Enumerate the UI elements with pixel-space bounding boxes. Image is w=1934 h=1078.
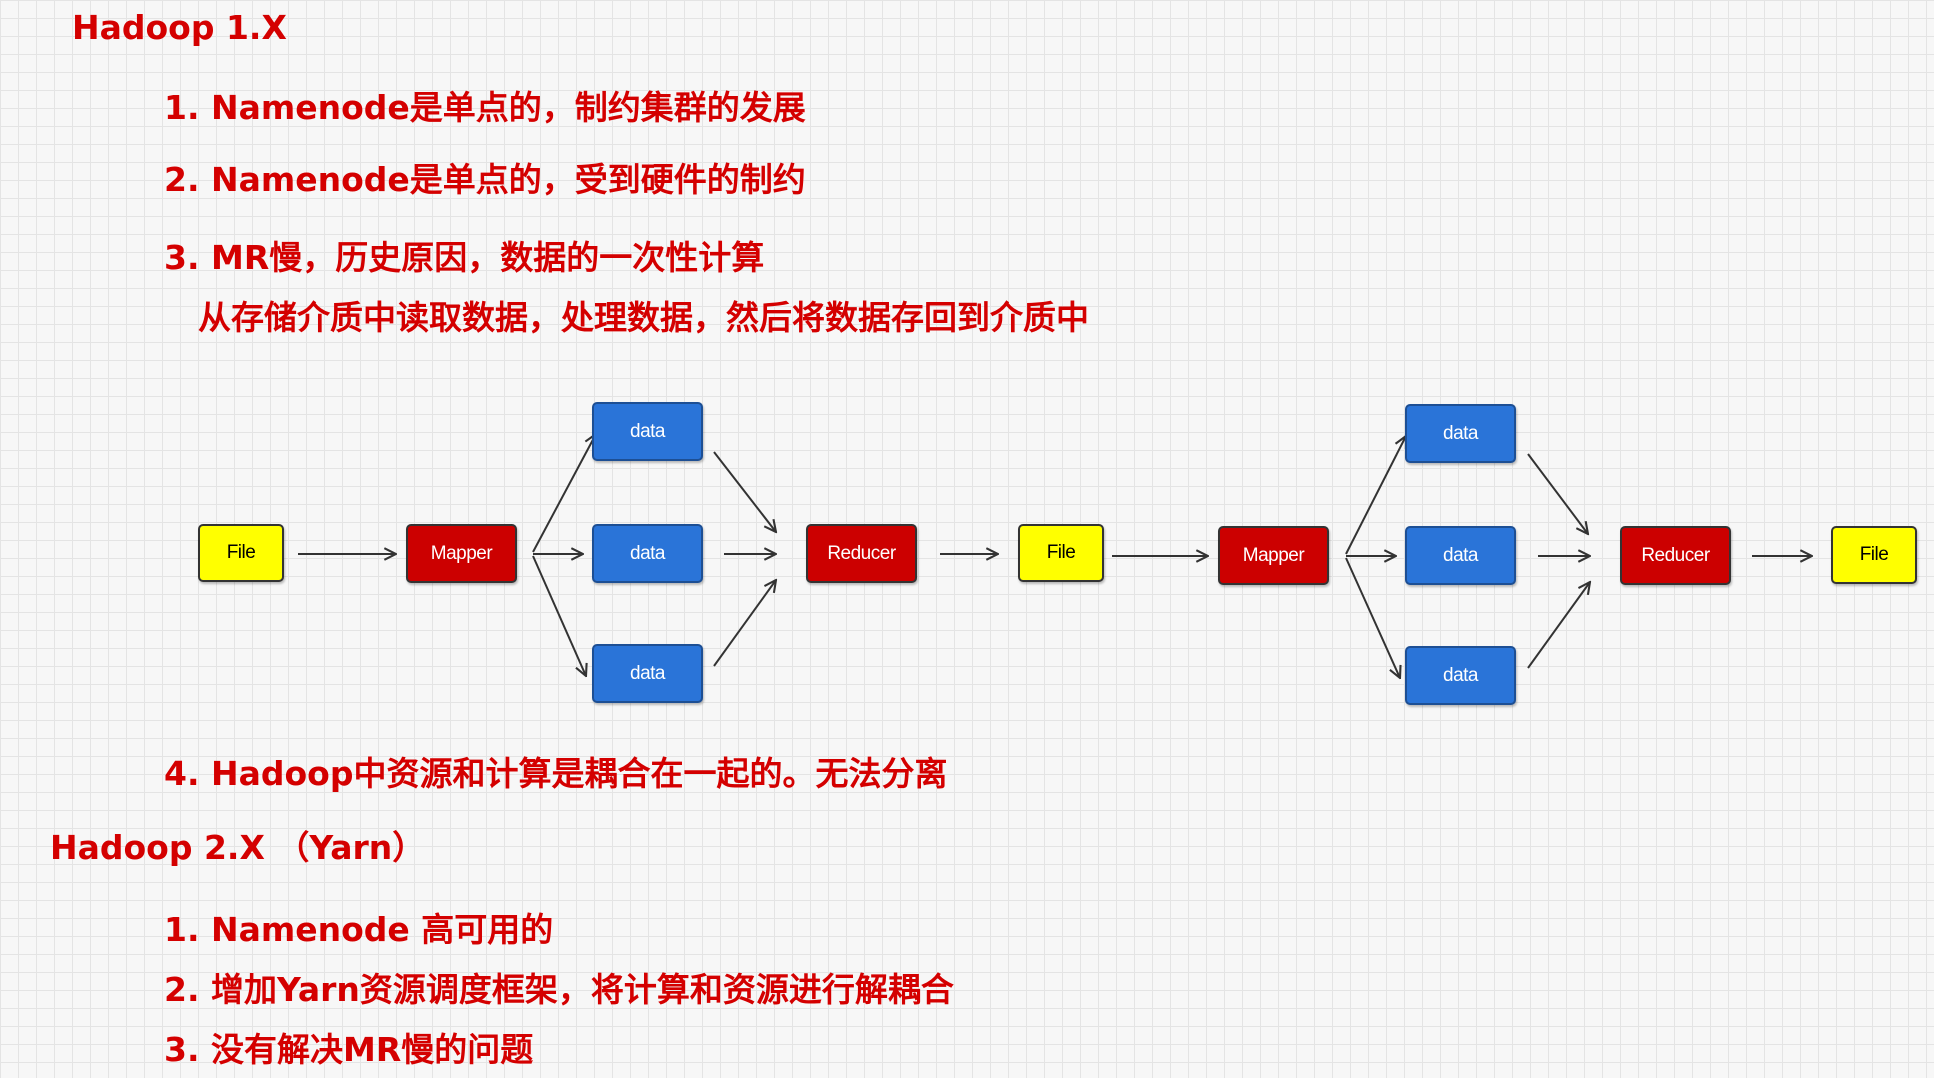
h1x-item-3: 3. MR慢，历史原因，数据的一次性计算: [164, 238, 765, 277]
data-node-2-bottom: data: [1405, 646, 1516, 705]
arrow-mapper2-to-data-bottom: [1345, 557, 1400, 678]
data-node-1-mid: data: [592, 524, 703, 583]
mapper-node-2: Mapper: [1218, 526, 1329, 585]
hadoop-1x-title: Hadoop 1.X: [72, 8, 287, 47]
arrow-mapper2-to-data-top: [1345, 436, 1406, 555]
h1x-item-4: 4. Hadoop中资源和计算是耦合在一起的。无法分离: [164, 754, 948, 793]
arrow-data2-top-to-reducer: [1527, 453, 1588, 534]
file-node-output: File: [1831, 526, 1917, 584]
arrow-mapper-to-data-bottom: [532, 555, 586, 676]
arrow-data-top-to-reducer: [713, 451, 776, 532]
h2x-item-3: 3. 没有解决MR慢的问题: [164, 1030, 534, 1069]
mapper-node-1: Mapper: [406, 524, 517, 583]
h1x-item-3-detail: 从存储介质中读取数据，处理数据，然后将数据存回到介质中: [198, 298, 1089, 337]
arrow-data2-bottom-to-reducer: [1527, 582, 1590, 669]
file-node-input: File: [198, 524, 284, 582]
file-node-middle: File: [1018, 524, 1104, 582]
hadoop-2x-title: Hadoop 2.X （Yarn）: [50, 828, 426, 867]
data-node-1-top: data: [592, 402, 703, 461]
reducer-node-1: Reducer: [806, 524, 917, 583]
arrow-mapper-to-data-top: [532, 434, 596, 553]
arrow-data-bottom-to-reducer: [713, 580, 776, 667]
h2x-item-2: 2. 增加Yarn资源调度框架，将计算和资源进行解耦合: [164, 970, 954, 1009]
data-node-2-mid: data: [1405, 526, 1516, 585]
h2x-item-1: 1. Namenode 高可用的: [164, 910, 554, 949]
h1x-item-1: 1. Namenode是单点的，制约集群的发展: [164, 88, 806, 127]
data-node-1-bottom: data: [592, 644, 703, 703]
data-node-2-top: data: [1405, 404, 1516, 463]
h1x-item-2: 2. Namenode是单点的，受到硬件的制约: [164, 160, 806, 199]
reducer-node-2: Reducer: [1620, 526, 1731, 585]
